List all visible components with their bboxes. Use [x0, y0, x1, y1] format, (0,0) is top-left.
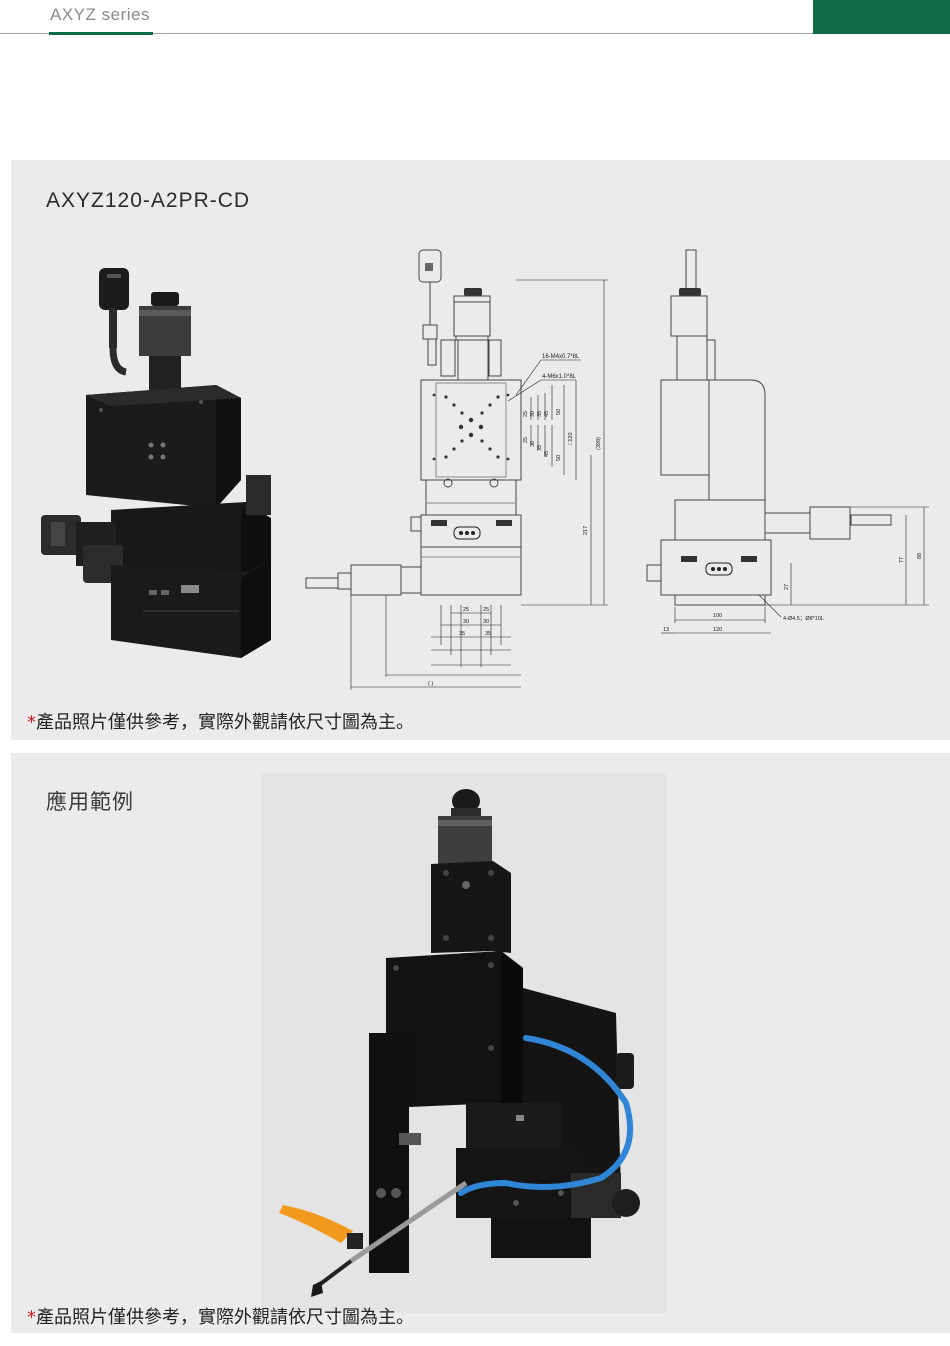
- disclaimer-note: *產品照片僅供參考，實際外觀請依尺寸圖為主。: [27, 712, 414, 733]
- callout-holes-a: 16-M4x0.7*8L: [542, 354, 580, 360]
- dim-v-398: (398): [596, 437, 602, 450]
- dim-b-35a: 35: [459, 631, 465, 637]
- dim-b-25a: 25: [463, 607, 469, 613]
- dim-v-50a: 50: [556, 409, 562, 415]
- dim-b-25b: 25: [483, 607, 489, 613]
- side-dim-120: 120: [713, 627, 722, 633]
- page-header: AXYZ series: [0, 0, 950, 36]
- dim-v-25b: 25: [523, 437, 529, 443]
- dim-b-30b: 30: [483, 619, 489, 625]
- header-accent-line: [49, 32, 153, 35]
- dim-v-30a: 30: [530, 411, 536, 417]
- header-divider: [0, 33, 813, 34]
- side-dim-27: 27: [784, 584, 790, 590]
- side-dim-100: 100: [713, 613, 722, 619]
- dim-v-50b: 50: [556, 455, 562, 461]
- dim-b-35b: 35: [485, 631, 491, 637]
- application-panel: 應用範例: [11, 753, 950, 1333]
- dim-b-30a: 30: [463, 619, 469, 625]
- dim-v-35b: 35: [537, 445, 543, 451]
- dim-v-35a: 35: [537, 411, 543, 417]
- side-callout: 4-Ø4.5；Ø8*10L: [783, 616, 824, 622]
- series-label: AXYZ series: [50, 5, 150, 24]
- application-disclaimer-note: *產品照片僅供參考，實際外觀請依尺寸圖為主。: [27, 1307, 414, 1328]
- dim-v-45b: 45: [544, 451, 550, 457]
- model-title: AXYZ120-A2PR-CD: [46, 189, 251, 212]
- dim-v-45a: 45: [544, 411, 550, 417]
- application-title: 應用範例: [46, 790, 134, 814]
- product-panel: AXYZ120-A2PR-CD: [11, 160, 950, 740]
- product-photo: [41, 268, 271, 658]
- dim-v-217: 217: [583, 526, 589, 535]
- side-dim-77: 77: [899, 557, 905, 563]
- side-dim-88: 88: [917, 553, 923, 559]
- dim-v-30b: 30: [530, 441, 536, 447]
- dim-overall: ( ): [428, 681, 433, 687]
- side-view-drawing: 100 120 13 27 77 88 4-Ø4.5；Ø8*10L: [646, 249, 929, 634]
- dim-v-25a: 25: [523, 411, 529, 417]
- side-dim-13: 13: [663, 627, 669, 633]
- callout-holes-b: 4-M6x1.0*8L: [542, 374, 577, 380]
- header-green-block: [813, 0, 950, 34]
- dim-v-120: □120: [568, 433, 574, 446]
- front-view-drawing: 16-M4x0.7*8L 4-M6x1.0*8L 25 30 35 45 25 …: [305, 249, 608, 690]
- application-photo: [279, 789, 640, 1297]
